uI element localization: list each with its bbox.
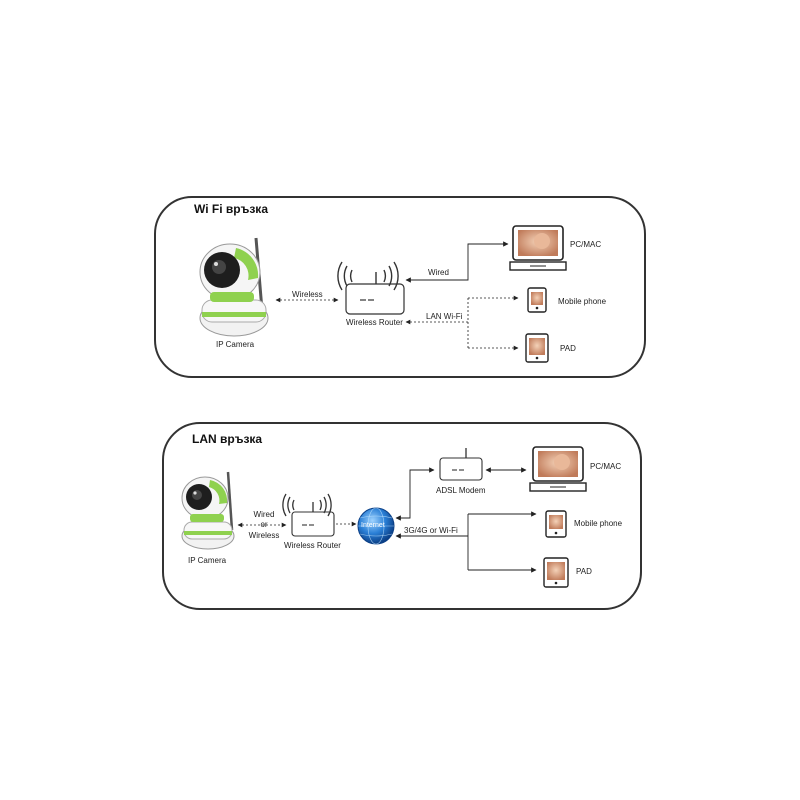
wifi-lan-wifi-link bbox=[405, 295, 519, 351]
lan-mobile-phone-label: Mobile phone bbox=[574, 519, 623, 528]
wifi-pc-mac-label: PC/MAC bbox=[570, 240, 602, 249]
adsl-modem-label: ADSL Modem bbox=[436, 486, 486, 495]
lan-pc-mac-label: PC/MAC bbox=[590, 462, 622, 471]
wifi-mobile-phone-icon bbox=[527, 287, 547, 313]
lan-wireless-router-icon bbox=[282, 493, 335, 537]
lan-3g-4g-wifi-label: 3G/4G or Wi-Fi bbox=[404, 526, 458, 535]
lan-3g-4g-wifi-link bbox=[395, 511, 537, 573]
wifi-router-label: Wireless Router bbox=[346, 318, 403, 327]
lan-pad-icon bbox=[543, 557, 569, 588]
internet-label: Internet bbox=[361, 522, 385, 529]
wifi-wired-link-label: Wired bbox=[428, 268, 449, 277]
lan-panel-title: LAN връзка bbox=[192, 432, 263, 446]
lan-router-label: Wireless Router bbox=[284, 541, 341, 550]
lan-pad-label: PAD bbox=[576, 567, 592, 576]
wifi-wireless-link-label: Wireless bbox=[292, 290, 323, 299]
wifi-pad-icon bbox=[525, 333, 549, 363]
wifi-wireless-router-icon bbox=[337, 261, 405, 315]
wifi-pc-mac-icon bbox=[509, 225, 567, 271]
wifi-wired-link bbox=[405, 241, 509, 283]
lan-internet-modem-link bbox=[395, 467, 435, 521]
wifi-mobile-phone-label: Mobile phone bbox=[558, 297, 607, 306]
lan-wired-label: Wired bbox=[253, 510, 275, 519]
lan-or-label: or bbox=[260, 520, 268, 529]
lan-ip-camera-icon bbox=[181, 471, 235, 550]
lan-pc-mac-icon bbox=[529, 446, 587, 492]
wifi-pad-label: PAD bbox=[560, 344, 576, 353]
adsl-modem-icon bbox=[439, 448, 483, 481]
wifi-panel-title: Wi Fi връзка bbox=[194, 202, 268, 216]
internet-globe-icon bbox=[357, 507, 395, 545]
lan-wireless-label: Wireless bbox=[248, 531, 280, 540]
lan-ip-camera-label: IP Camera bbox=[188, 556, 227, 565]
lan-mobile-phone-icon bbox=[545, 510, 567, 538]
wifi-lan-wifi-link-label: LAN Wi-Fi bbox=[426, 312, 463, 321]
wifi-ip-camera-icon bbox=[199, 237, 269, 337]
wifi-ip-camera-label: IP Camera bbox=[216, 340, 255, 349]
